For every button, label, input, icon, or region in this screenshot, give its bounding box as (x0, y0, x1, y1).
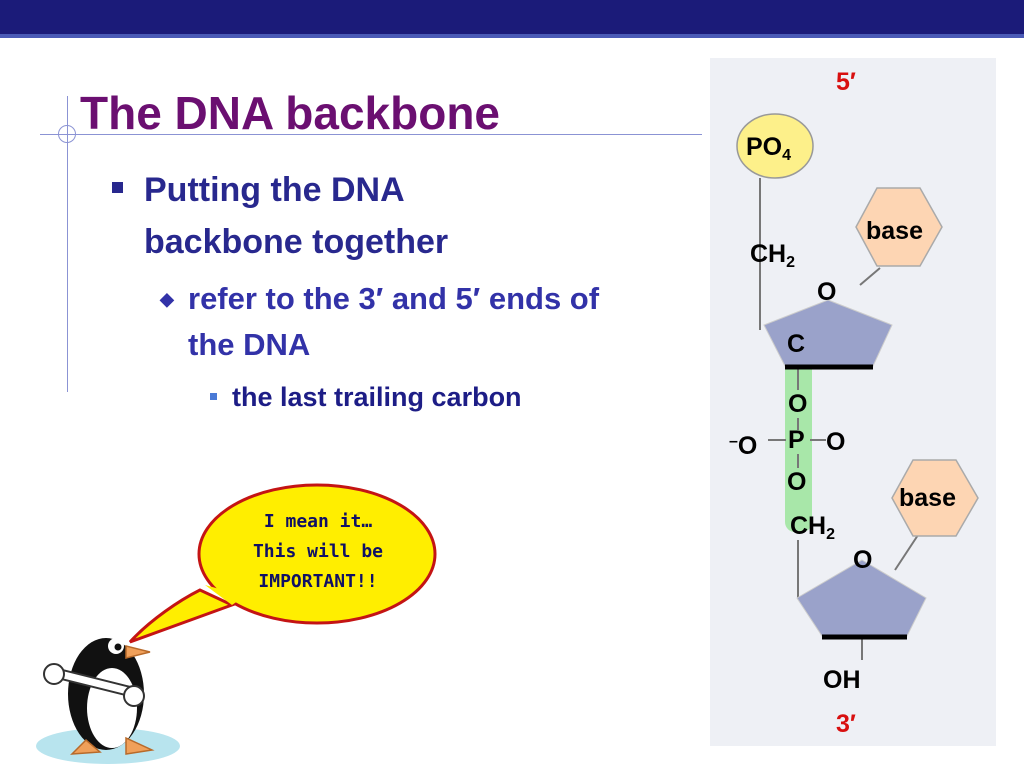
bond-base-top (859, 267, 881, 286)
ch2-top-label: CH2 (750, 240, 796, 271)
base-top-label: base (866, 217, 923, 245)
diamond-bullet-icon: ◆ (160, 289, 174, 309)
slide-title: The DNA backbone (80, 87, 501, 139)
phosphorus-label: P (788, 426, 805, 454)
base-bottom-label: base (899, 484, 956, 512)
small-square-bullet-icon (210, 393, 217, 400)
hydroxyl-label: OH (823, 666, 861, 694)
oxygen-below-p: O (787, 468, 807, 496)
oxygen-left-ion: –O (729, 432, 758, 460)
speech-bubble-text: I mean it… This will be IMPORTANT!! (214, 507, 422, 597)
speech-bubble (128, 483, 437, 644)
bullet-level-1-text: Putting the DNA backbone together (144, 171, 449, 261)
three-prime-label: 3′ (836, 710, 856, 738)
five-prime-label: 5′ (836, 68, 856, 96)
title-underline (40, 134, 702, 135)
decorative-vertical-line (67, 96, 68, 392)
po4-label: PO4 (746, 133, 792, 164)
oxygen-right: O (826, 428, 846, 456)
ch2-bottom-label: CH2 (790, 512, 836, 543)
base-hexagon-top (855, 187, 943, 267)
sugar-ring-top (763, 299, 893, 367)
base-hexagon-bottom (891, 459, 979, 537)
top-banner (0, 0, 1024, 34)
top-banner-stripe (0, 34, 1024, 38)
phosphate-circle (736, 113, 814, 179)
speech-line-3: IMPORTANT!! (258, 571, 378, 592)
bullet-level-2-text: refer to the 3′ and 5′ ends of the DNA (188, 281, 600, 362)
phosphodiester-bond-highlight (785, 352, 812, 532)
carbon-label: C (787, 330, 806, 358)
bond-base-bottom (894, 534, 919, 571)
ring-oxygen-bottom: O (853, 546, 873, 574)
oxygen-above-p: O (788, 390, 808, 418)
decorative-crosshair-circle (58, 125, 76, 143)
bullet-level-3-text: the last trailing carbon (232, 382, 522, 412)
speech-line-1: I mean it… (263, 511, 373, 532)
speech-line-2: This will be (252, 541, 384, 562)
ring-oxygen-top: O (817, 278, 837, 306)
square-bullet-icon (112, 182, 123, 193)
penguin-holding-wrench-icon (36, 638, 180, 764)
